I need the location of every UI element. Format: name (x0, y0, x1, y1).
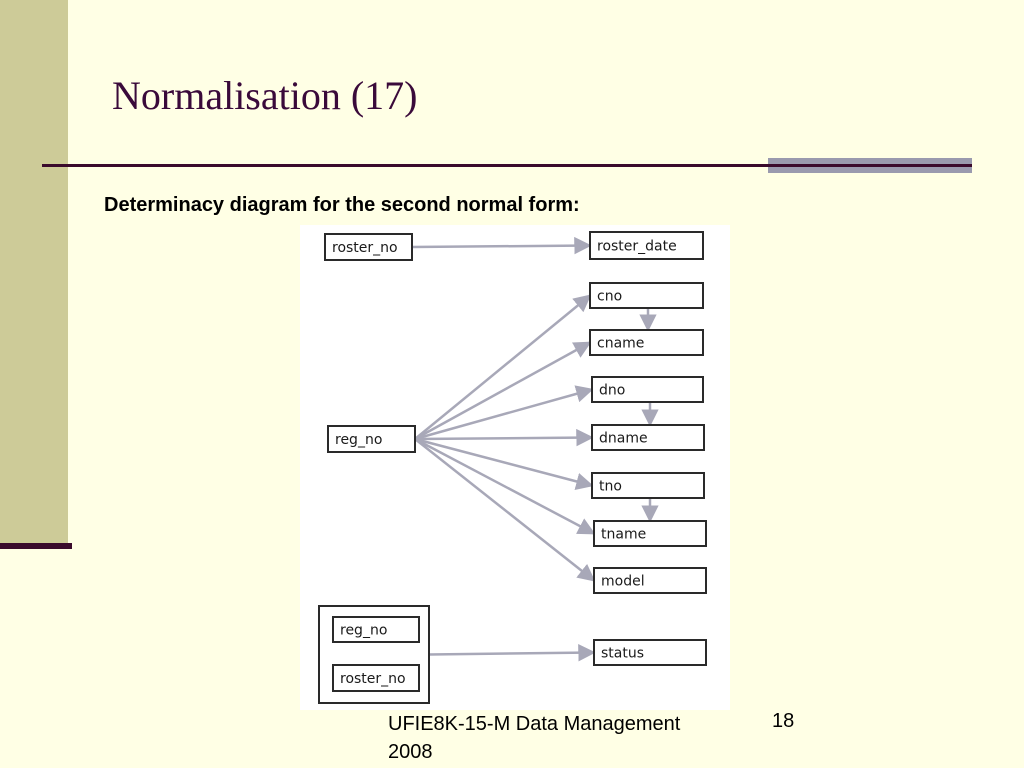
diagram-node-label: roster_date (597, 239, 677, 255)
diagram-node-tno: tno (591, 472, 705, 499)
diagram-node-label: model (601, 574, 645, 590)
diagram-node-label: reg_no (335, 432, 382, 448)
diagram-node-reg-no-b: reg_no (332, 616, 420, 643)
arrow-composite-key-to-status (428, 643, 596, 662)
left-bar-foot (0, 543, 72, 549)
diagram-node-tname: tname (593, 520, 707, 547)
arrow-reg-no-a-to-dno (414, 385, 594, 441)
slide-page-number: 18 (772, 710, 795, 732)
arrow-roster-no-a-to-roster-date (411, 236, 592, 255)
diagram-node-label: tname (601, 527, 646, 543)
diagram-node-reg-no-a: reg_no (327, 425, 416, 453)
diagram-node-label: tno (599, 479, 622, 495)
arrow-reg-no-a-to-tname (414, 437, 596, 535)
diagram-node-label: cname (597, 336, 644, 352)
title-divider (42, 164, 972, 167)
diagram-node-label: dname (599, 431, 648, 447)
diagram-node-label: dno (599, 383, 625, 399)
arrow-reg-no-a-to-model (414, 438, 596, 582)
arrow-reg-no-a-to-tno (414, 437, 594, 490)
left-decorative-bar (0, 0, 68, 543)
diagram-node-cno: cno (589, 282, 704, 309)
diagram-node-label: status (601, 646, 644, 662)
title-divider-accent (768, 158, 972, 178)
footer-course-label: UFIE8K-15-M Data Management 2008 (388, 713, 681, 763)
diagram-node-roster-no-a: roster_no (324, 233, 413, 261)
diagram-node-label: reg_no (340, 623, 387, 639)
diagram-node-cname: cname (589, 329, 704, 356)
diagram-node-roster-date: roster_date (589, 231, 704, 260)
diagram-node-roster-no-b: roster_no (332, 664, 420, 692)
diagram-node-label: cno (597, 289, 622, 305)
slide-subtitle: Determinacy diagram for the second norma… (104, 194, 580, 216)
composite-key-box (318, 605, 430, 704)
slide-title: Normalisation (17) (112, 73, 418, 118)
arrow-reg-no-a-to-cno (414, 294, 592, 440)
diagram-node-model: model (593, 567, 707, 594)
diagram-node-status: status (593, 639, 707, 666)
diagram-node-label: roster_no (332, 240, 398, 256)
diagram-node-dno: dno (591, 376, 704, 403)
diagram-node-dname: dname (591, 424, 705, 451)
arrow-reg-no-a-to-cname (414, 341, 592, 441)
diagram-node-label: roster_no (340, 671, 406, 687)
arrow-reg-no-a-to-dname (414, 428, 594, 447)
